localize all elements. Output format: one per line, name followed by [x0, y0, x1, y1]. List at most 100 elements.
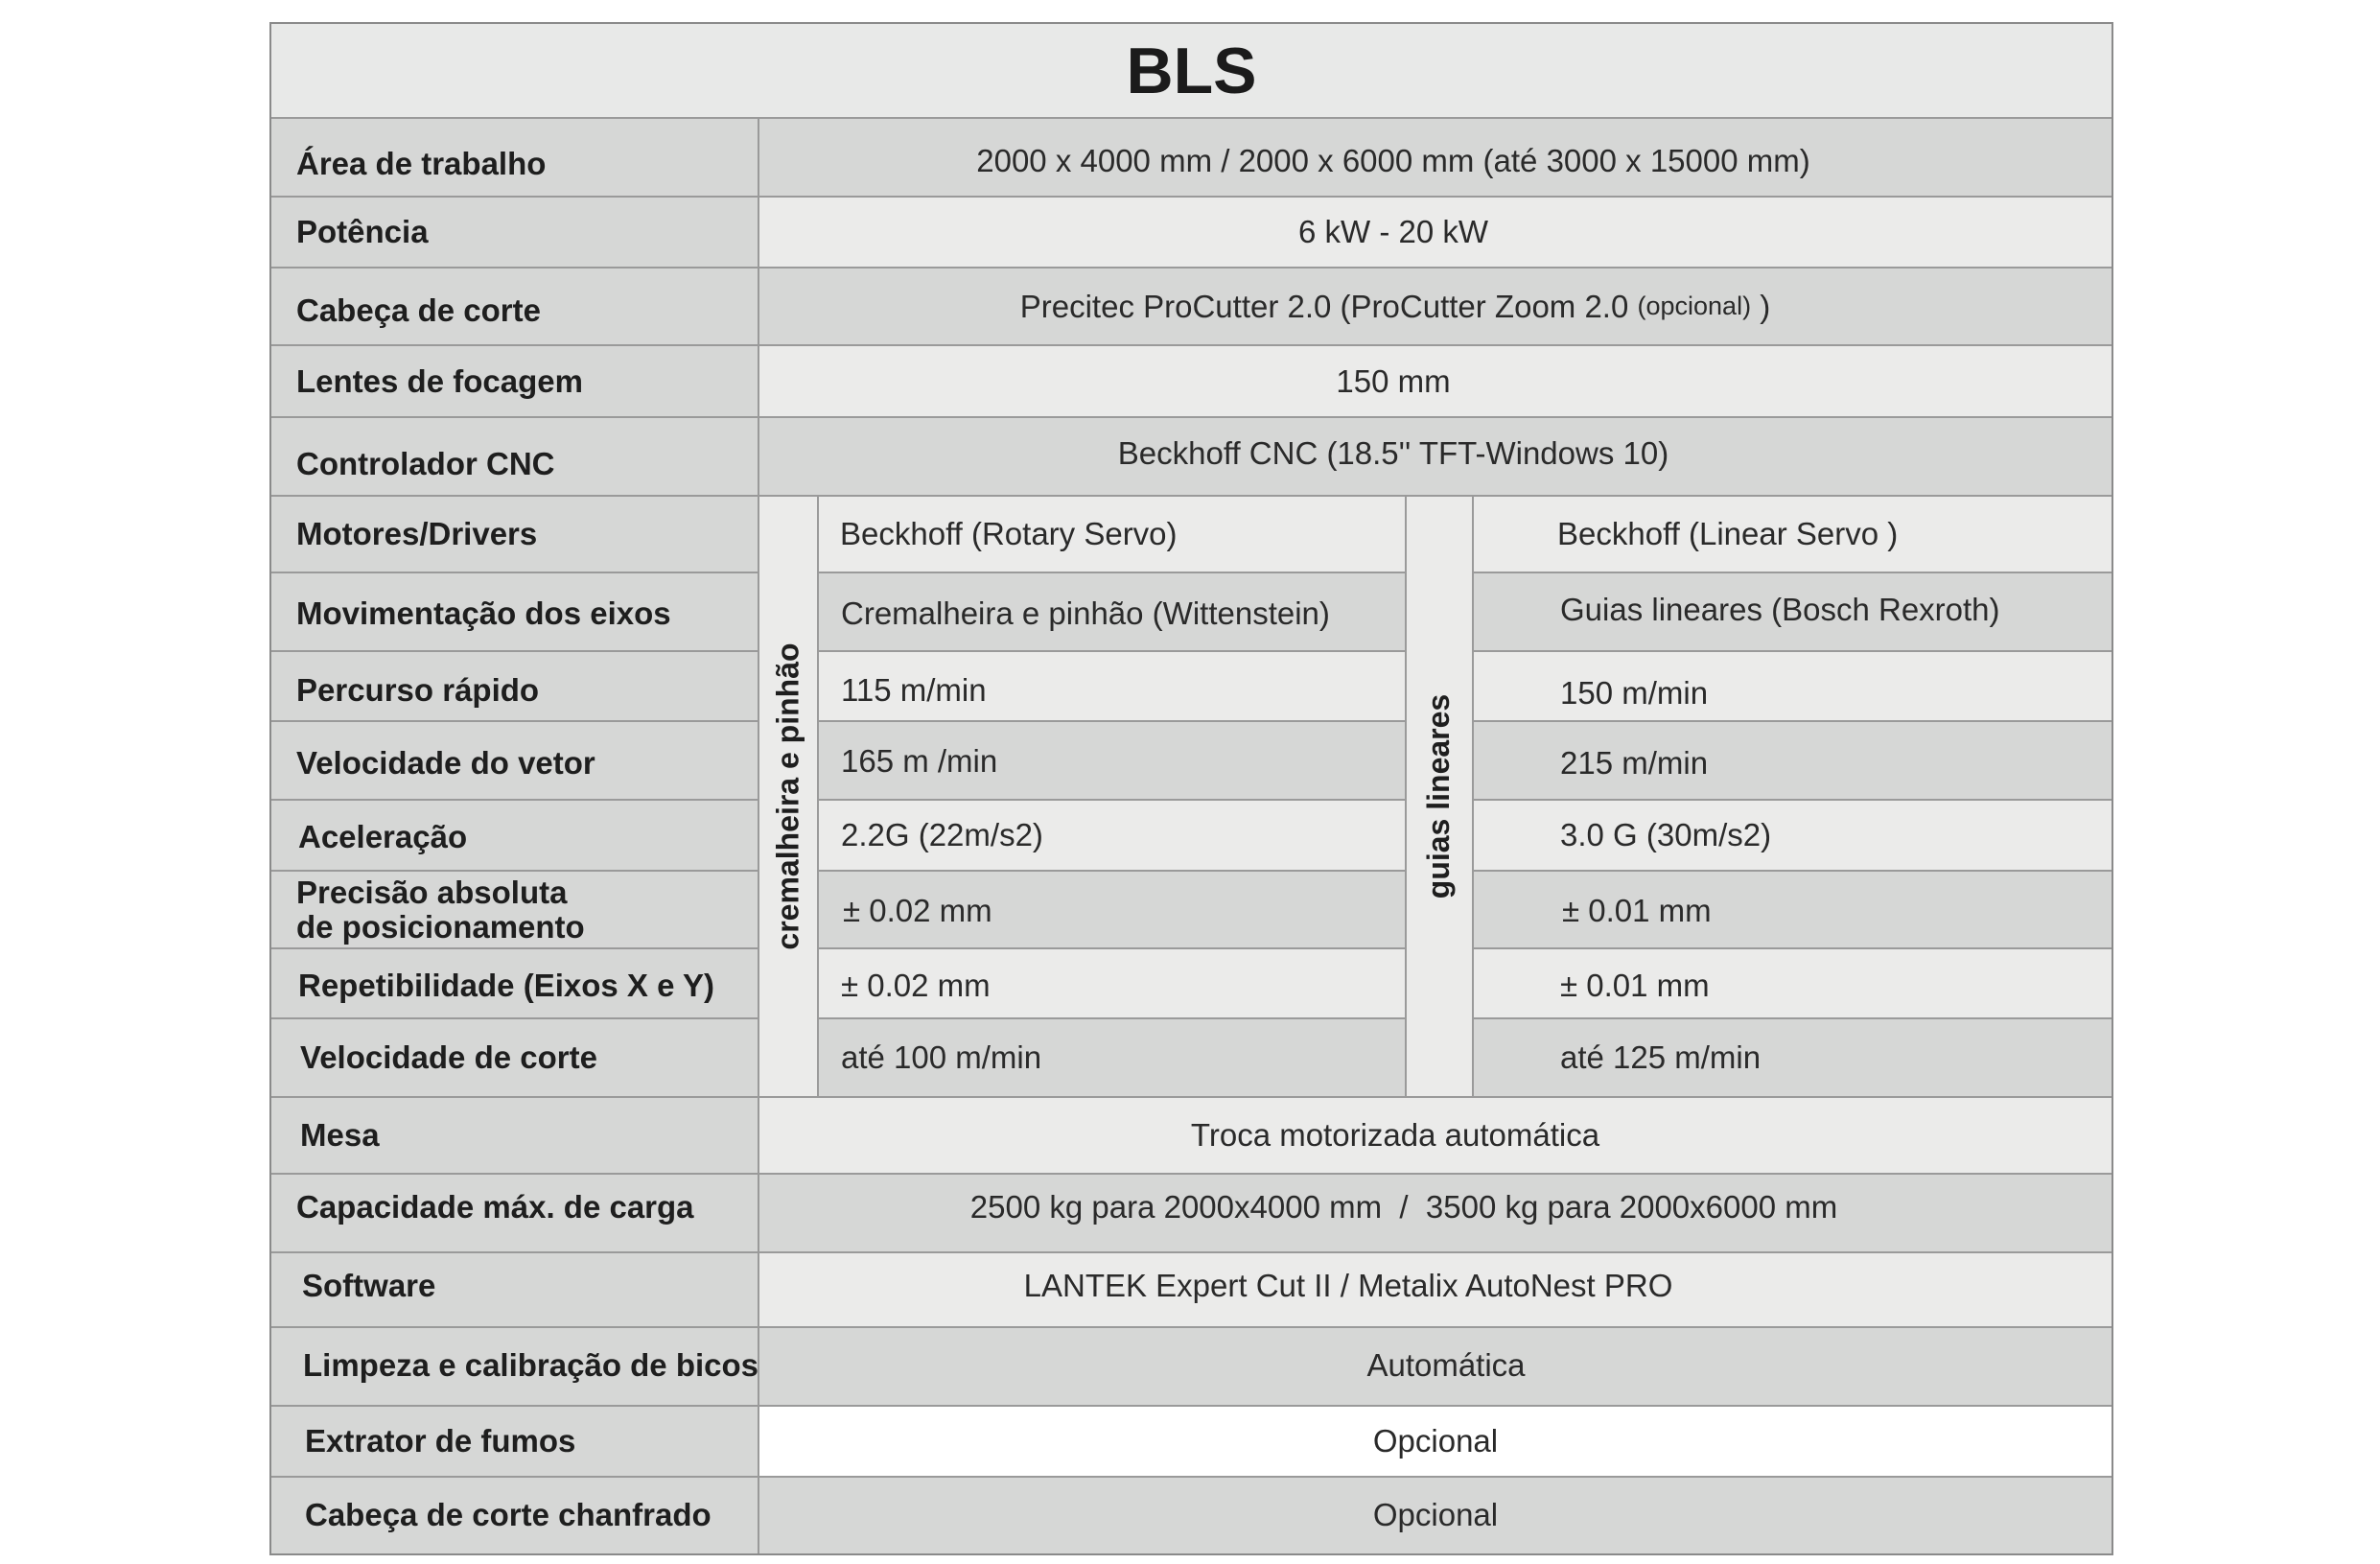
rule	[270, 1476, 2112, 1478]
rule	[1473, 650, 2112, 652]
group-heading-guias: guias lineares	[1406, 496, 1473, 1097]
group-right-heading-bg	[1406, 496, 1473, 1097]
group-left-bg-2	[818, 572, 1406, 651]
rule	[1405, 496, 1407, 1097]
label-area-trabalho: Área de trabalho	[296, 146, 547, 181]
left-velocidade-corte: até 100 m/min	[841, 1039, 1042, 1075]
value-cabeca-corte-optional: (opcional)	[1637, 292, 1752, 320]
rule	[270, 1017, 758, 1019]
rule	[270, 344, 2112, 346]
label-column-bg	[270, 118, 758, 1554]
group-right-bg-2	[1473, 572, 2112, 651]
label-movimentacao-eixos: Movimentação dos eixos	[296, 595, 671, 631]
left-velocidade-vetor: 165 m /min	[841, 743, 998, 779]
group-left-bg-3	[818, 651, 1406, 721]
rule	[270, 1173, 2112, 1175]
value-potencia: 6 kW - 20 kW	[1297, 214, 1489, 249]
rule	[1473, 947, 2112, 949]
group-left-bg-6	[818, 871, 1406, 948]
row-bg-limpeza	[758, 1327, 2112, 1406]
group-left-bg-5	[818, 800, 1406, 871]
table-title: BLS	[1126, 34, 1257, 107]
row-bg-cnc	[758, 417, 2112, 496]
label-precisao-line2: de posicionamento	[296, 908, 585, 945]
label-velocidade-vetor: Velocidade do vetor	[296, 745, 595, 781]
group-left-bg-1	[818, 496, 1406, 572]
row-bg-extrator	[758, 1406, 2112, 1477]
rule	[818, 650, 1406, 652]
row-bg-chanfrado	[758, 1477, 2112, 1554]
group-heading-cremalheira: cremalheira e pinhão	[758, 496, 818, 1097]
rule	[270, 1405, 2112, 1407]
rule	[270, 870, 758, 872]
group-left-bg-7	[818, 948, 1406, 1018]
table-frame	[269, 22, 2113, 1555]
rule	[1473, 799, 2112, 801]
left-percurso-rapido: 115 m/min	[841, 671, 987, 708]
left-movimentacao-eixos: Cremalheira e pinhão (Wittenstein)	[841, 595, 1330, 631]
value-cabeca-corte: Precitec ProCutter 2.0 (ProCutter Zoom 2…	[758, 268, 2032, 345]
label-lentes-focagem: Lentes de focagem	[296, 362, 583, 399]
value-software: LANTEK Expert Cut II / Metalix AutoNest …	[1023, 1268, 1673, 1303]
group-left-bg-8	[818, 1018, 1406, 1097]
group-heading-guias-text: guias lineares	[1421, 693, 1457, 899]
group-right-bg-6	[1473, 871, 2112, 948]
label-velocidade-corte: Velocidade de corte	[300, 1039, 597, 1075]
rule	[270, 267, 2112, 268]
row-bg-mesa	[758, 1097, 2112, 1174]
rule	[818, 947, 1406, 949]
group-left-bg-4	[818, 721, 1406, 800]
value-extrator-fumos: Opcional	[1372, 1423, 1499, 1459]
group-right-bg-3	[1473, 651, 2112, 721]
value-controlador-cnc: Beckhoff CNC (18.5'' TFT-Windows 10)	[1117, 435, 1669, 471]
group-right-bg-4	[1473, 721, 2112, 800]
rule	[1473, 720, 2112, 722]
value-area-trabalho: 2000 x 4000 mm / 2000 x 6000 mm (até 300…	[976, 143, 1810, 178]
value-cabeca-corte-end: )	[1751, 288, 1771, 324]
title-band	[270, 23, 2112, 118]
rule	[818, 720, 1406, 722]
label-capacidade-carga: Capacidade máx. de carga	[296, 1189, 694, 1225]
row-bg-software	[758, 1252, 2112, 1327]
row-bg-capacidade	[758, 1174, 2112, 1252]
right-repetibilidade: ± 0.01 mm	[1560, 967, 1710, 1003]
label-software: Software	[302, 1268, 436, 1303]
left-precisao-absoluta: ± 0.02 mm	[843, 892, 992, 928]
right-precisao-absoluta: ± 0.01 mm	[1562, 892, 1712, 928]
value-limpeza-calibracao: Automática	[1366, 1347, 1526, 1383]
label-cabeca-chanfrado: Cabeça de corte chanfrado	[305, 1496, 712, 1532]
right-movimentacao-eixos: Guias lineares (Bosch Rexroth)	[1560, 592, 2000, 627]
left-repetibilidade: ± 0.02 mm	[841, 967, 991, 1003]
rule	[270, 572, 758, 573]
group-right-bg-1	[1473, 496, 2112, 572]
label-precisao-absoluta: Precisão absoluta de posicionamento	[296, 871, 585, 948]
row-bg-lentes	[758, 345, 2112, 417]
label-extrator-fumos: Extrator de fumos	[305, 1423, 576, 1459]
rule	[270, 720, 758, 722]
rule	[270, 495, 2112, 497]
value-mesa: Troca motorizada automática	[1190, 1117, 1600, 1153]
right-aceleracao: 3.0 G (30m/s2)	[1560, 817, 1772, 852]
left-aceleracao: 2.2G (22m/s2)	[841, 817, 1043, 852]
group-right-bg-7	[1473, 948, 2112, 1018]
rule	[270, 947, 758, 949]
rule	[818, 799, 1406, 801]
value-lentes-focagem: 150 mm	[1336, 362, 1451, 399]
label-aceleracao: Aceleração	[298, 819, 468, 854]
label-limpeza-calibracao: Limpeza e calibração de bicos	[303, 1347, 759, 1383]
rule	[1472, 496, 1474, 1097]
label-percurso-rapido: Percurso rápido	[296, 671, 540, 708]
group-left-heading-bg	[758, 496, 818, 1097]
group-right-bg-8	[1473, 1018, 2112, 1097]
right-percurso-rapido: 150 m/min	[1560, 674, 1709, 711]
rule	[817, 496, 819, 1097]
row-bg-potencia	[758, 197, 2112, 268]
rule	[270, 1326, 2112, 1328]
right-motores-drivers: Beckhoff (Linear Servo )	[1557, 516, 1899, 551]
label-repetibilidade: Repetibilidade (Eixos X e Y)	[298, 967, 715, 1003]
row-bg-area	[758, 118, 2112, 197]
rule	[270, 416, 2112, 418]
label-controlador-cnc: Controlador CNC	[296, 446, 555, 481]
group-right-bg-5	[1473, 800, 2112, 871]
rule	[1473, 572, 2112, 573]
